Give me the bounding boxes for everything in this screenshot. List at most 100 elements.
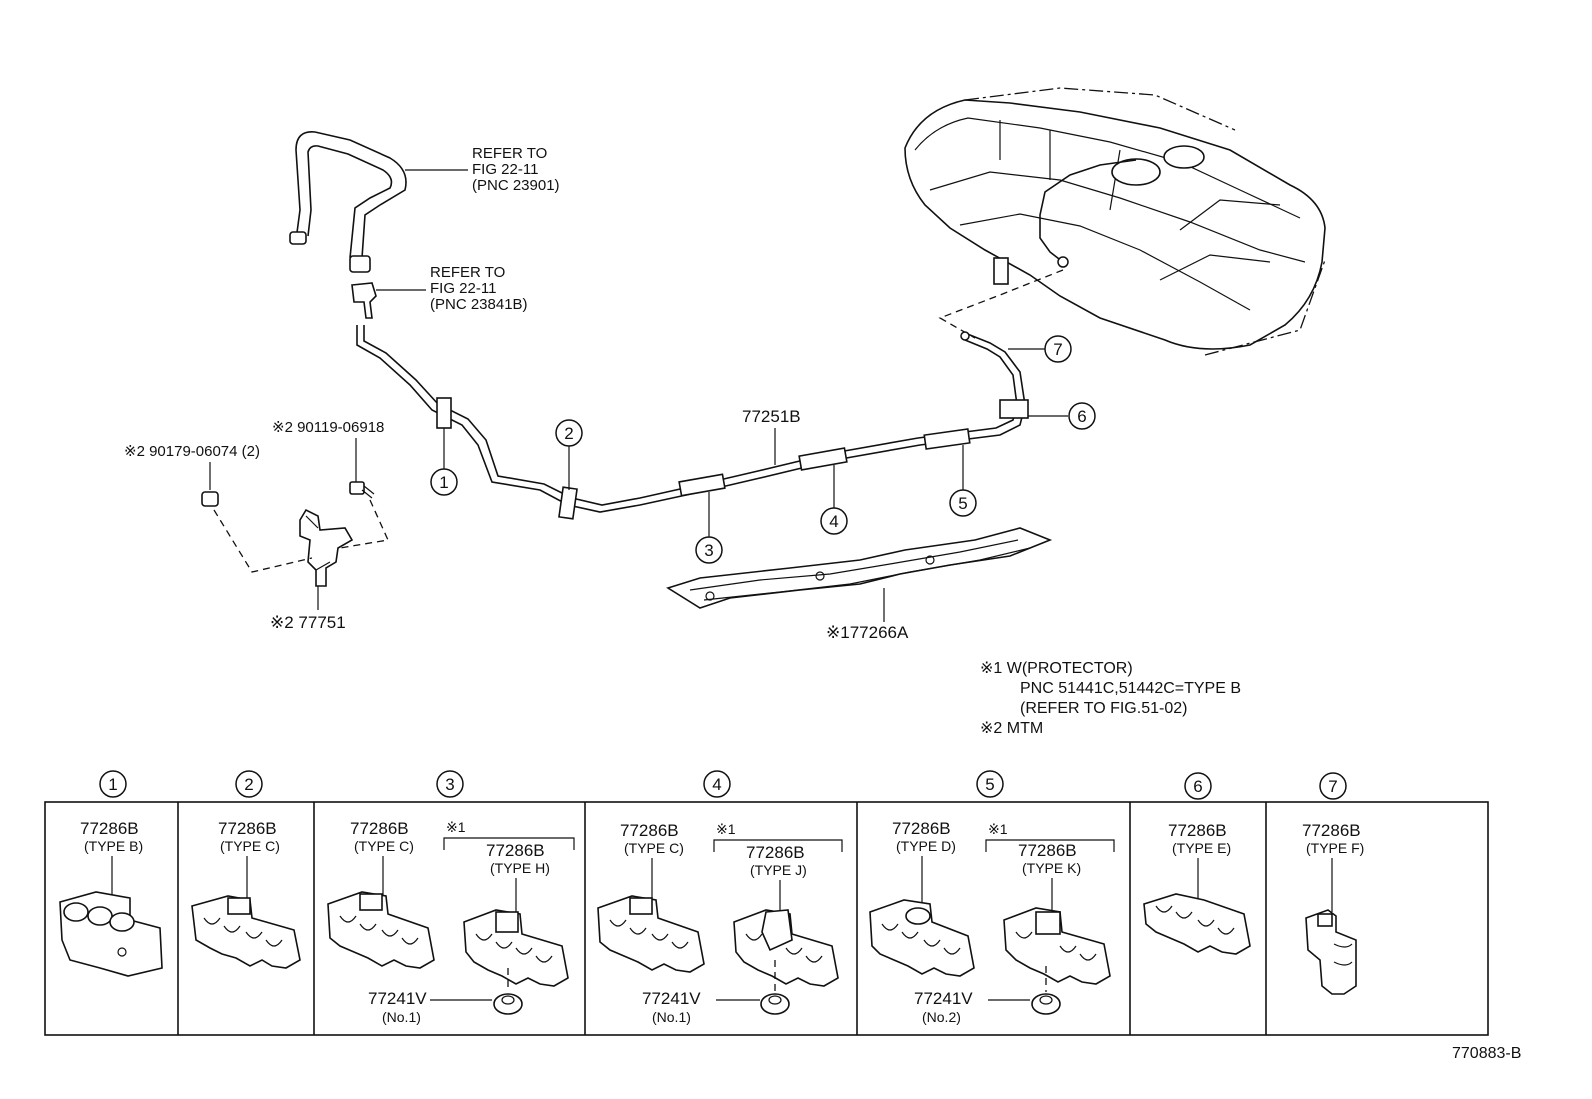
clamp-type-f (1305, 909, 1357, 995)
clamp-type-b (59, 891, 163, 977)
svg-text:3: 3 (704, 541, 713, 560)
cell-6: 77286B (TYPE E) (1143, 821, 1251, 955)
table-callout-7: 7 (1319, 772, 1347, 800)
svg-text:5: 5 (958, 494, 967, 513)
cell2-pn: 77286B (218, 819, 277, 838)
table-callout-6: 6 (1184, 772, 1212, 800)
callout-1: 1 (430, 468, 458, 496)
callout-4: 4 (820, 507, 848, 535)
clamp-table (44, 801, 1489, 1036)
cell5-grom-no: (No.2) (922, 1009, 961, 1025)
footnotes: ※1 W(PROTECTOR) PNC 51441C,51442C=TYPE B… (980, 660, 1241, 737)
cell-2: 77286B (TYPE C) (191, 819, 301, 969)
tube-part-label: 77251B (742, 407, 801, 426)
callout-7: 7 (1044, 335, 1072, 363)
svg-text:6: 6 (1077, 407, 1086, 426)
svg-text:1: 1 (439, 473, 448, 492)
fuel-tank (904, 87, 1326, 356)
filler-hose (289, 131, 468, 273)
nut (201, 491, 219, 507)
cell4-pn2: 77286B (746, 843, 805, 862)
cell-5: 77286B (TYPE D) ※1 77286B (TYPE K) 77241… (869, 819, 1115, 1025)
hose-ref-line1: REFER TO (472, 145, 547, 162)
note-line3: (REFER TO FIG.51-02) (1020, 700, 1187, 717)
cell5-pn: 77286B (892, 819, 951, 838)
bracket-label: ※2 77751 (270, 613, 346, 632)
table-callout-2: 2 (235, 770, 263, 798)
cell4-grom-no: (No.1) (652, 1009, 691, 1025)
cell-3: 77286B (TYPE C) ※1 77286B (TYPE H) 77241… (327, 819, 575, 1025)
svg-text:6: 6 (1193, 777, 1202, 796)
cell5-grom: 77241V (914, 989, 973, 1008)
clamp-type-c-2 (191, 895, 301, 969)
svg-text:1: 1 (108, 775, 117, 794)
cell2-type: (TYPE C) (220, 838, 280, 854)
clamp-type-c-3 (327, 891, 435, 969)
cell5-type: (TYPE D) (896, 838, 956, 854)
clamp-type-e (1143, 893, 1251, 955)
cell3-pn2: 77286B (486, 841, 545, 860)
clip-ref-line2: FIG 22-11 (430, 280, 496, 297)
cell1-type: (TYPE B) (84, 838, 143, 854)
bracket (299, 508, 354, 587)
clip-ref-line3: (PNC 23841B) (430, 296, 528, 313)
svg-text:2: 2 (564, 424, 573, 443)
table-callout-5: 5 (976, 770, 1004, 798)
cell4-type2: (TYPE J) (750, 862, 807, 878)
cell3-type2: (TYPE H) (490, 860, 550, 876)
clamp-type-j (733, 909, 839, 987)
note-line2: PNC 51441C,51442C=TYPE B (1020, 680, 1241, 697)
note-line1: ※1 W(PROTECTOR) (980, 660, 1133, 677)
svg-text:2: 2 (244, 775, 253, 794)
cell4-pn: 77286B (620, 821, 679, 840)
cell5-mark: ※1 (988, 821, 1008, 837)
cell1-pn: 77286B (80, 819, 139, 838)
cell5-pn2: 77286B (1018, 841, 1077, 860)
clamp-type-d (869, 899, 975, 977)
table-callout-3: 3 (436, 770, 464, 798)
tube-clip (351, 282, 426, 319)
clamp-type-h (463, 909, 569, 987)
bolt-label: ※2 90119-06918 (272, 419, 384, 436)
svg-text:7: 7 (1328, 777, 1337, 796)
callout-5: 5 (949, 489, 977, 517)
cell3-grom: 77241V (368, 989, 427, 1008)
cell5-type2: (TYPE K) (1022, 860, 1081, 876)
svg-text:7: 7 (1053, 340, 1062, 359)
callout-6: 6 (1068, 402, 1096, 430)
table-callout-1: 1 (99, 770, 127, 798)
cell-7: 77286B (TYPE F) (1302, 821, 1364, 995)
protector (666, 527, 1053, 609)
svg-text:4: 4 (712, 775, 721, 794)
callout-leaders (443, 348, 1068, 538)
cell-4: 77286B (TYPE C) ※1 77286B (TYPE J) 77241… (597, 821, 843, 1025)
hose-ref-line2: FIG 22-11 (472, 161, 538, 178)
cell7-type: (TYPE F) (1306, 840, 1364, 856)
svg-text:5: 5 (985, 775, 994, 794)
cell3-grom-no: (No.1) (382, 1009, 421, 1025)
note-line4: ※2 MTM (980, 720, 1043, 737)
cell-1: 77286B (TYPE B) (59, 819, 163, 977)
cell4-type: (TYPE C) (624, 840, 684, 856)
cell7-pn: 77286B (1302, 821, 1361, 840)
hose-ref-line3: (PNC 23901) (472, 177, 560, 194)
clip-ref-line1: REFER TO (430, 264, 505, 281)
protector-label: ※177266A (826, 623, 909, 642)
svg-text:3: 3 (445, 775, 454, 794)
tube-clamps (436, 257, 1029, 520)
svg-text:4: 4 (829, 512, 838, 531)
cell4-mark: ※1 (716, 821, 736, 837)
cell3-type: (TYPE C) (354, 838, 414, 854)
callout-3: 3 (695, 536, 723, 564)
figure-id: 770883-B (1452, 1045, 1521, 1062)
grommet-5 (1031, 993, 1061, 1015)
bolt (349, 481, 375, 499)
clamp-type-c-4 (597, 895, 705, 973)
grommet-4 (760, 993, 790, 1015)
table-callout-4: 4 (703, 770, 731, 798)
grommet-3 (493, 993, 523, 1015)
cell4-grom: 77241V (642, 989, 701, 1008)
callout-2: 2 (555, 419, 583, 447)
cell3-pn: 77286B (350, 819, 409, 838)
